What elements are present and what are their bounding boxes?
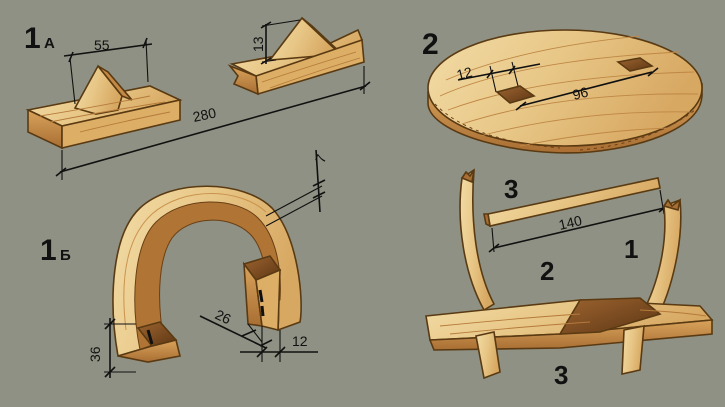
part-2-leg	[459, 168, 496, 312]
figure-number-2: 2	[422, 28, 439, 61]
dimension-280: 280	[191, 104, 217, 125]
part-label-2: 2	[540, 256, 554, 286]
figure-3-assembly: 3 140 2 1 3	[425, 168, 714, 390]
figure-1a: 1 А 55 13	[24, 16, 371, 180]
part-label-3-top: 3	[504, 174, 518, 204]
leg-stub-left	[475, 331, 501, 380]
block-right	[227, 16, 365, 96]
figure-sub-letter-b: Б	[60, 247, 71, 264]
seat-slot-right	[616, 57, 654, 72]
dimension-7: 7	[312, 152, 330, 165]
leg-stub-right	[621, 325, 645, 376]
dimension-36: 36	[87, 346, 103, 362]
part-label-3-bottom: 3	[554, 360, 568, 390]
part-1-leg	[640, 198, 682, 322]
dimension-55: 55	[94, 37, 110, 53]
part-label-1: 1	[624, 234, 638, 264]
block-left	[25, 64, 183, 150]
dimension-96: 96	[571, 84, 590, 103]
figure-sub-letter-a: А	[44, 35, 55, 52]
dimension-12-disc: 12	[455, 64, 474, 83]
figure-number-1a: 1	[24, 22, 41, 55]
figure-2-seat-disc: 2 12 96	[422, 28, 703, 154]
dimension-12-arch: 12	[292, 333, 308, 349]
figure-number-1b: 1	[40, 234, 57, 267]
dimension-26: 26	[213, 306, 234, 327]
figure-1b-arch: 1 Б 7 26 12	[40, 149, 330, 378]
dimension-13: 13	[250, 36, 266, 52]
dimension-140: 140	[557, 212, 584, 233]
seat-slot-left	[495, 85, 536, 104]
